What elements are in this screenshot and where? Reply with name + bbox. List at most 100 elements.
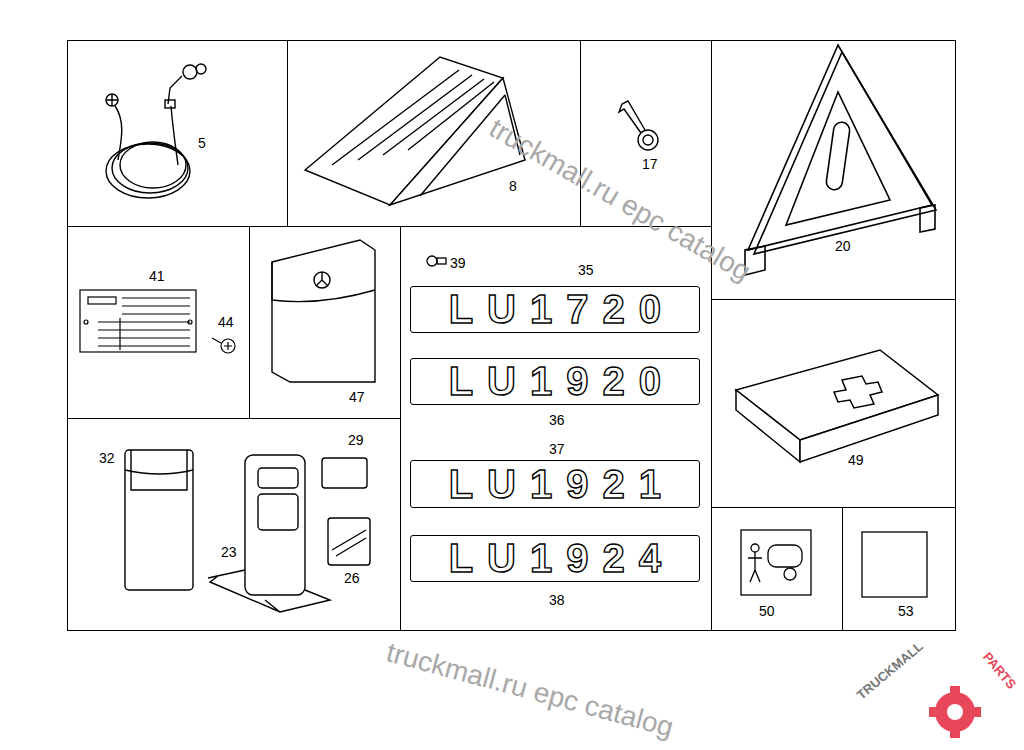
- first-aid-kit-drawing: [736, 350, 938, 462]
- hose-drawing: [171, 106, 178, 165]
- warning-triangle-drawing: [754, 52, 936, 254]
- bolt-drawing: [427, 256, 446, 266]
- callout-number: 50: [759, 603, 775, 619]
- lamp-drawing: [125, 450, 193, 490]
- document-pouch-drawing: [272, 240, 375, 382]
- figure-cell: 53: [842, 507, 956, 631]
- type-plate-drawing: [98, 298, 190, 350]
- logo-gear: [971, 707, 981, 717]
- hose-drawing: [106, 64, 206, 198]
- warning-triangle-drawing: [920, 205, 935, 232]
- model-designation: LU1920: [435, 361, 675, 401]
- callout-number: 38: [549, 592, 565, 608]
- lamp-drawing: [125, 450, 370, 612]
- model-badge: LU1720: [410, 286, 700, 333]
- type-plate-drawing: [84, 320, 88, 324]
- logo-gear: [929, 686, 981, 738]
- logo-gear: [929, 707, 939, 717]
- model-designation: LU1924: [435, 538, 675, 578]
- callout-number: 8: [509, 178, 517, 194]
- figure-cell: 49: [711, 299, 956, 508]
- type-plate-drawing: [212, 338, 232, 350]
- lamp-drawing: [258, 468, 298, 488]
- type-plate-drawing: [80, 290, 235, 353]
- sticker-drawing: [751, 544, 759, 552]
- model-badge: LU1921: [410, 460, 700, 508]
- figure-cell: 8: [287, 40, 581, 227]
- hose-drawing: [183, 65, 197, 79]
- sticker-drawing: [862, 532, 927, 597]
- callout-number: 32: [99, 450, 115, 466]
- logo-gear: [950, 686, 960, 696]
- key-drawing: [619, 101, 645, 133]
- hose-drawing: [106, 94, 118, 106]
- callout-number: 39: [450, 255, 466, 271]
- key-drawing: [643, 135, 653, 145]
- first-aid-kit-drawing: [736, 390, 800, 462]
- bolt-drawing: [427, 256, 437, 266]
- logo-text: TRUCKMALL: [854, 638, 926, 702]
- callout-number: 20: [835, 238, 851, 254]
- hose-drawing: [115, 106, 122, 160]
- type-plate-drawing: [188, 320, 192, 324]
- hose-drawing: [165, 100, 175, 108]
- callout-number: 5: [198, 135, 206, 151]
- watermark: truckmall.ru epc catalog: [383, 637, 676, 743]
- callout-number: 37: [549, 441, 565, 457]
- bolt-drawing: [437, 258, 446, 264]
- document-pouch-drawing: [272, 240, 375, 382]
- warning-triangle-drawing: [748, 45, 932, 250]
- callout-number: 29: [348, 432, 364, 448]
- hose-drawing: [196, 64, 206, 74]
- hose-drawing: [106, 94, 118, 106]
- lamp-drawing: [322, 458, 367, 488]
- sticker-drawing: [784, 568, 796, 580]
- figure-cell: 32 29 23 26: [67, 418, 401, 631]
- callout-number: 35: [578, 262, 594, 278]
- callout-number: 41: [149, 268, 165, 284]
- sticker-drawing: [768, 545, 802, 567]
- sticker-drawing: [741, 530, 927, 597]
- callout-number: 44: [218, 314, 234, 330]
- figure-cell: 50: [711, 507, 843, 631]
- figure-cell: 41 44: [67, 226, 250, 419]
- callout-number: 47: [349, 389, 365, 405]
- logo-gear: [947, 704, 963, 720]
- document-pouch-drawing: [316, 272, 328, 286]
- callout-number: 23: [221, 544, 237, 560]
- figure-cell: LU1720LU1920LU1921LU1924 39 35 36 37 38: [400, 226, 712, 631]
- lamp-drawing: [245, 455, 305, 595]
- model-badge: LU1920: [410, 358, 700, 405]
- warning-triangle-drawing: [745, 45, 936, 275]
- lamp-drawing: [258, 494, 298, 530]
- lamp-drawing: [328, 518, 370, 565]
- figure-cell: 5: [67, 40, 288, 227]
- callout-number: 53: [898, 603, 914, 619]
- type-plate-drawing: [88, 297, 116, 304]
- callout-number: 36: [549, 412, 565, 428]
- sticker-drawing: [741, 530, 811, 595]
- logo-gear: [950, 728, 960, 738]
- lamp-drawing: [332, 530, 366, 556]
- document-pouch-drawing: [272, 262, 375, 302]
- sticker-drawing: [748, 552, 762, 582]
- logo-text: PARTS: [980, 649, 1019, 692]
- key-drawing: [619, 101, 658, 150]
- warning-triangle-drawing: [825, 121, 850, 191]
- figure-cell: 47: [249, 226, 401, 419]
- type-plate-drawing: [80, 290, 196, 352]
- warning-triangle-drawing: [786, 92, 890, 225]
- wheel-chock-drawing: [332, 70, 494, 165]
- logo-gear: [935, 692, 975, 732]
- first-aid-kit-drawing: [834, 376, 882, 408]
- hose-drawing: [106, 144, 190, 198]
- model-designation: LU1720: [435, 289, 675, 329]
- model-designation: LU1921: [435, 464, 675, 504]
- document-pouch-drawing: [314, 272, 330, 288]
- callout-number: 49: [848, 452, 864, 468]
- callout-number: 26: [344, 570, 360, 586]
- model-badge: LU1924: [410, 535, 700, 582]
- lamp-drawing: [125, 450, 193, 590]
- callout-number: 17: [642, 156, 658, 172]
